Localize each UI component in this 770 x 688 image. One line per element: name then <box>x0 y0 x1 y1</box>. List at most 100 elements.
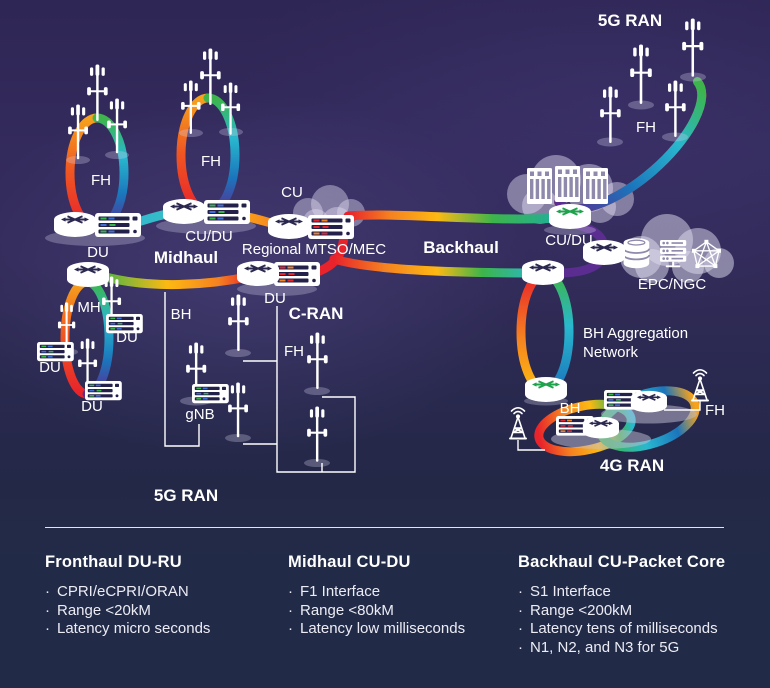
legend-divider <box>45 527 724 528</box>
label-cran: C-RAN <box>289 304 344 323</box>
label-5g-ran-bottom: 5G RAN <box>154 486 218 505</box>
cell-tower-icon <box>630 44 652 104</box>
legend-col-midhaul: Midhaul CU-DU · F1 Interface · Range <80kM… <box>288 553 503 639</box>
legend-item-text: Range <20kM <box>57 601 151 619</box>
legend-item: · Range <20kM <box>45 602 275 621</box>
router-icon <box>67 262 109 287</box>
bullet: · <box>518 601 523 619</box>
label-du: DU <box>116 329 138 346</box>
legend-item-text: Latency low milliseconds <box>300 620 466 637</box>
fiber-ring <box>516 269 550 395</box>
bullet: · <box>518 583 523 600</box>
bullet: · <box>518 638 523 656</box>
bullet: · <box>45 583 50 600</box>
label-bh-aggregation-2: Network <box>583 344 639 361</box>
label-backhaul: Backhaul <box>423 238 499 257</box>
cell-tower-icon <box>307 406 328 462</box>
legend-col-backhaul: Backhaul CU-Packet Core · S1 Interface ·R… <box>518 553 763 657</box>
bullet: · <box>45 620 50 637</box>
fiber-link-mh-du <box>93 270 257 290</box>
legend-item-text: F1 Interface <box>300 583 381 600</box>
legend-item-text: Latency micro seconds <box>57 620 211 637</box>
legend-list: · F1 Interface · Range <80kM ·Latency low … <box>288 583 503 639</box>
label-fh: FH <box>91 172 111 189</box>
router-icon <box>522 260 564 285</box>
label-cudu: CU/DU <box>545 232 593 249</box>
legend-item: ·Range <200kM <box>518 602 763 621</box>
router-icon <box>525 377 567 402</box>
label-5g-ran-top: 5G RAN <box>598 11 662 30</box>
legend-item: ·Latency low milliseconds <box>288 620 503 639</box>
diagram-labels: 5G RAN FH FH FH DU CU/DU Midhaul CU Regi… <box>39 11 725 505</box>
legend-item-text: N1, N2, and N3 for 5G <box>530 638 680 656</box>
switch-icon <box>204 200 250 224</box>
router-icon <box>54 212 96 237</box>
legend-item: · CPRI/eCPRI/ORAN <box>45 583 275 602</box>
router-icon <box>631 391 667 413</box>
label-du: DU <box>264 290 286 307</box>
legend-title-midhaul: Midhaul CU-DU <box>288 553 411 571</box>
datacenter-building-icon <box>555 166 580 202</box>
datacenter-building-icon <box>583 168 608 204</box>
bullet: · <box>288 601 293 619</box>
label-cudu: CU/DU <box>185 228 233 245</box>
bullet: · <box>288 583 293 600</box>
label-du: DU <box>87 244 109 261</box>
label-du: DU <box>39 359 61 376</box>
router-icon <box>163 199 205 224</box>
router-icon <box>268 214 310 239</box>
label-cu: CU <box>281 184 303 201</box>
router-icon <box>549 204 591 229</box>
legend-title-fronthaul: Fronthaul DU-RU <box>45 553 182 571</box>
switch-icon <box>192 384 229 404</box>
cell-tower-icon <box>228 382 248 438</box>
legend-list: · S1 Interface ·Range <200kM ·Latency ten… <box>518 583 763 657</box>
router-icon <box>237 261 279 286</box>
label-fh: FH <box>705 402 725 419</box>
fiber-ring <box>540 269 574 395</box>
legend-item-text: S1 Interface <box>530 583 611 600</box>
connector-line-cran <box>276 306 356 473</box>
connector-line <box>517 440 545 451</box>
datacenter-building-icon <box>527 168 552 204</box>
bullet: · <box>518 620 523 637</box>
antenna-tower-icon <box>509 406 527 440</box>
label-bh: BH <box>171 306 192 323</box>
switch-icon <box>308 215 354 239</box>
label-bh-aggregation: BH Aggregation <box>583 325 688 342</box>
cell-tower-icon <box>600 86 621 143</box>
label-fh: FH <box>284 343 304 360</box>
cell-tower-icon <box>665 80 686 137</box>
label-gnb: gNB <box>185 406 214 423</box>
legend-item: · S1 Interface <box>518 583 763 602</box>
legend-list: · CPRI/eCPRI/ORAN · Range <20kM · Latency m… <box>45 583 275 639</box>
label-regional-mtso: Regional MTSO/MEC <box>242 241 386 258</box>
label-fh: FH <box>201 153 221 170</box>
legend-item: ·Latency tens of milliseconds <box>518 620 763 639</box>
legend-item: · N1, N2, and N3 for 5G <box>518 639 763 658</box>
legend-col-fronthaul: Fronthaul DU-RU · CPRI/eCPRI/ORAN · Range … <box>45 553 275 639</box>
legend-item-text: CPRI/eCPRI/ORAN <box>57 583 189 600</box>
label-epc-ngc: EPC/NGC <box>638 276 707 293</box>
cell-tower-icon <box>221 82 241 135</box>
fiber-link-backhaul-top <box>343 210 566 224</box>
legend-item-text: Range <80kM <box>300 601 394 619</box>
connector-line-bh <box>164 292 200 447</box>
fiber-link-backhaul-bottom <box>329 254 545 278</box>
legend-item: · Latency micro seconds <box>45 620 275 639</box>
connector-line <box>664 401 701 411</box>
label-mh: MH <box>77 299 100 316</box>
label-bh: BH <box>560 400 581 417</box>
legend-panel: Fronthaul DU-RU ·CPRI/eCPRI/ORAN ·Range … <box>0 527 770 688</box>
cell-tower-icon <box>87 64 108 121</box>
switch-icon <box>95 213 141 237</box>
connector-lines <box>164 292 701 473</box>
fiber-ring <box>60 277 92 399</box>
cell-tower-icon <box>228 294 249 351</box>
label-midhaul: Midhaul <box>154 248 218 267</box>
antenna-tower-icon <box>691 368 709 402</box>
bullet: · <box>45 601 50 619</box>
legend-title-backhaul: Backhaul CU-Packet Core <box>518 553 726 571</box>
